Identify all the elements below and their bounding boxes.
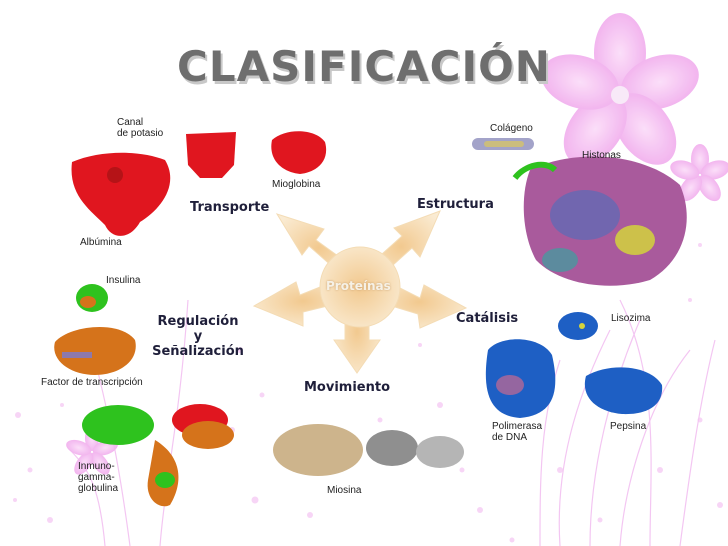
category-regulacion-line-3: Señalización — [152, 344, 244, 359]
canal-potasio-protein — [186, 132, 236, 178]
label-polimerasa-line-2: de DNA — [492, 432, 528, 443]
label-mioglobina: Mioglobina — [272, 179, 321, 190]
label-inmuno-line-3: globulina — [78, 483, 119, 494]
label-miosina: Miosina — [327, 485, 362, 496]
label-inmuno-line-2: gamma- — [78, 472, 115, 483]
histonas-protein — [512, 156, 687, 286]
flower-stems — [69, 299, 716, 546]
category-movimiento: Movimiento — [304, 380, 391, 395]
label-canal-line-2: de potasio — [117, 128, 164, 139]
category-regulacion: Regulación y Señalización — [143, 314, 253, 359]
label-inmuno-line-1: Inmuno- — [78, 461, 115, 472]
label-polimerasa: Polimerasa de DNA — [492, 421, 542, 443]
label-albumina: Albúmina — [80, 237, 122, 248]
label-pepsina: Pepsina — [610, 421, 647, 432]
colageno-protein — [472, 138, 534, 150]
flower-decoration — [66, 13, 728, 475]
inmunoglobulina-protein — [82, 404, 234, 507]
center-label: Proteínas — [326, 279, 391, 293]
albumina-protein — [71, 152, 171, 236]
label-inmunoglobulina: Inmuno- gamma- globulina — [78, 461, 118, 494]
category-estructura: Estructura — [417, 197, 494, 212]
label-lisozima: Lisozima — [611, 313, 651, 324]
page-title: CLASIFICACIÓN — [177, 42, 551, 91]
category-regulacion-line-1: Regulación — [157, 314, 239, 329]
label-histonas: Histonas — [582, 150, 621, 161]
mioglobina-protein — [271, 131, 327, 174]
label-polimerasa-line-1: Polimerasa — [492, 421, 543, 432]
label-insulina: Insulina — [106, 275, 141, 286]
label-canal-potasio: Canal de potasio — [117, 117, 163, 139]
central-arrows — [252, 210, 468, 374]
pepsina-protein — [584, 367, 663, 415]
category-transporte: Transporte — [190, 200, 270, 215]
label-canal-line-1: Canal — [117, 117, 144, 128]
lisozima-protein — [558, 312, 598, 340]
miosina-protein — [273, 424, 464, 476]
label-factor-transcripcion: Factor de transcripción — [41, 377, 143, 388]
category-catalisis: Catálisis — [456, 311, 519, 326]
label-colageno: Colágeno — [490, 123, 533, 134]
polimerasa-protein — [485, 339, 556, 418]
insulina-protein — [76, 284, 108, 312]
category-regulacion-line-2: y — [193, 329, 203, 344]
factor-transcripcion-protein — [54, 327, 136, 375]
